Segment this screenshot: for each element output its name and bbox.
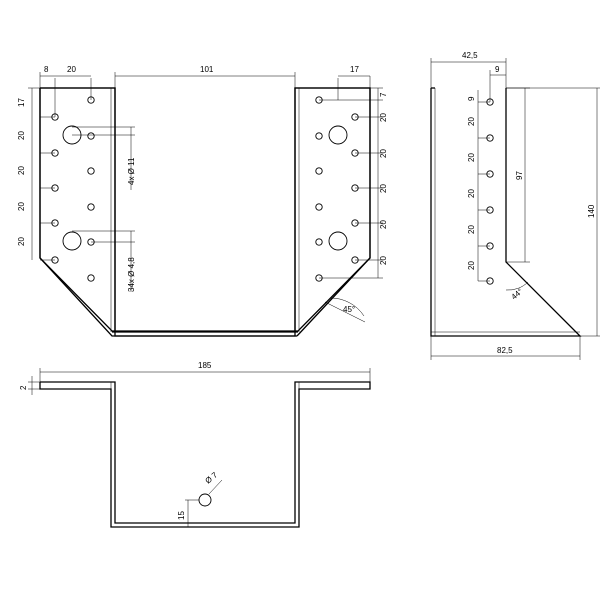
svg-text:20: 20 (379, 113, 388, 122)
side-hole-offset: 9 (495, 65, 500, 74)
side-vertical-pitches: 9 20 20 20 20 20 (467, 96, 476, 270)
front-view: 8 20 101 17 17 20 20 20 20 7 20 20 20 20 (17, 65, 388, 337)
left-vertical-dims: 17 20 20 20 20 (17, 98, 26, 246)
bottom-total-width: 185 (198, 361, 212, 370)
large-hole (328, 125, 348, 145)
small-holes-callout: 34x Ø 4,8 (127, 257, 136, 292)
side-top-width: 42,5 (462, 51, 478, 60)
side-view-outline (430, 88, 582, 337)
dim-hole-pitch-x: 20 (67, 65, 76, 74)
large-holes-callout: 4x Ø 11 (127, 157, 136, 185)
svg-text:20: 20 (467, 117, 476, 126)
svg-text:20: 20 (379, 256, 388, 265)
front-view-outline (39, 87, 371, 337)
svg-text:20: 20 (467, 189, 476, 198)
front-angle: 45° (343, 305, 355, 314)
bottom-hole-diameter: Ø 7 (204, 470, 220, 486)
svg-text:20: 20 (467, 153, 476, 162)
svg-text:20: 20 (379, 220, 388, 229)
svg-text:20: 20 (379, 184, 388, 193)
large-hole (62, 231, 82, 251)
svg-text:20: 20 (379, 149, 388, 158)
side-view: 42,5 9 97 140 82,5 9 20 20 20 20 20 44° (430, 51, 600, 360)
bottom-view: 185 2 Ø 7 15 (19, 361, 371, 528)
large-hole (328, 231, 348, 251)
side-base-width: 82,5 (497, 346, 513, 355)
svg-text:20: 20 (17, 237, 26, 246)
left-flange-holes (51, 96, 95, 282)
bottom-thickness: 2 (19, 385, 28, 390)
dim-right-hole-offset: 17 (350, 65, 359, 74)
svg-text:7: 7 (379, 92, 388, 97)
side-total-height: 140 (587, 204, 596, 218)
svg-text:20: 20 (17, 131, 26, 140)
bottom-hole-height: 15 (177, 511, 186, 520)
svg-text:20: 20 (17, 202, 26, 211)
svg-text:17: 17 (17, 98, 26, 107)
svg-text:9: 9 (467, 96, 476, 101)
side-angle: 44° (510, 287, 525, 302)
svg-text:20: 20 (467, 261, 476, 270)
dim-left-edge: 8 (44, 65, 49, 74)
bottom-hole (198, 493, 212, 507)
dim-inner-width: 101 (200, 65, 214, 74)
svg-text:20: 20 (467, 225, 476, 234)
right-vertical-dims: 7 20 20 20 20 20 (379, 92, 388, 265)
right-flange-holes (315, 96, 359, 282)
svg-text:20: 20 (17, 166, 26, 175)
side-hole-column-height: 97 (515, 171, 524, 180)
side-view-holes (486, 98, 494, 285)
